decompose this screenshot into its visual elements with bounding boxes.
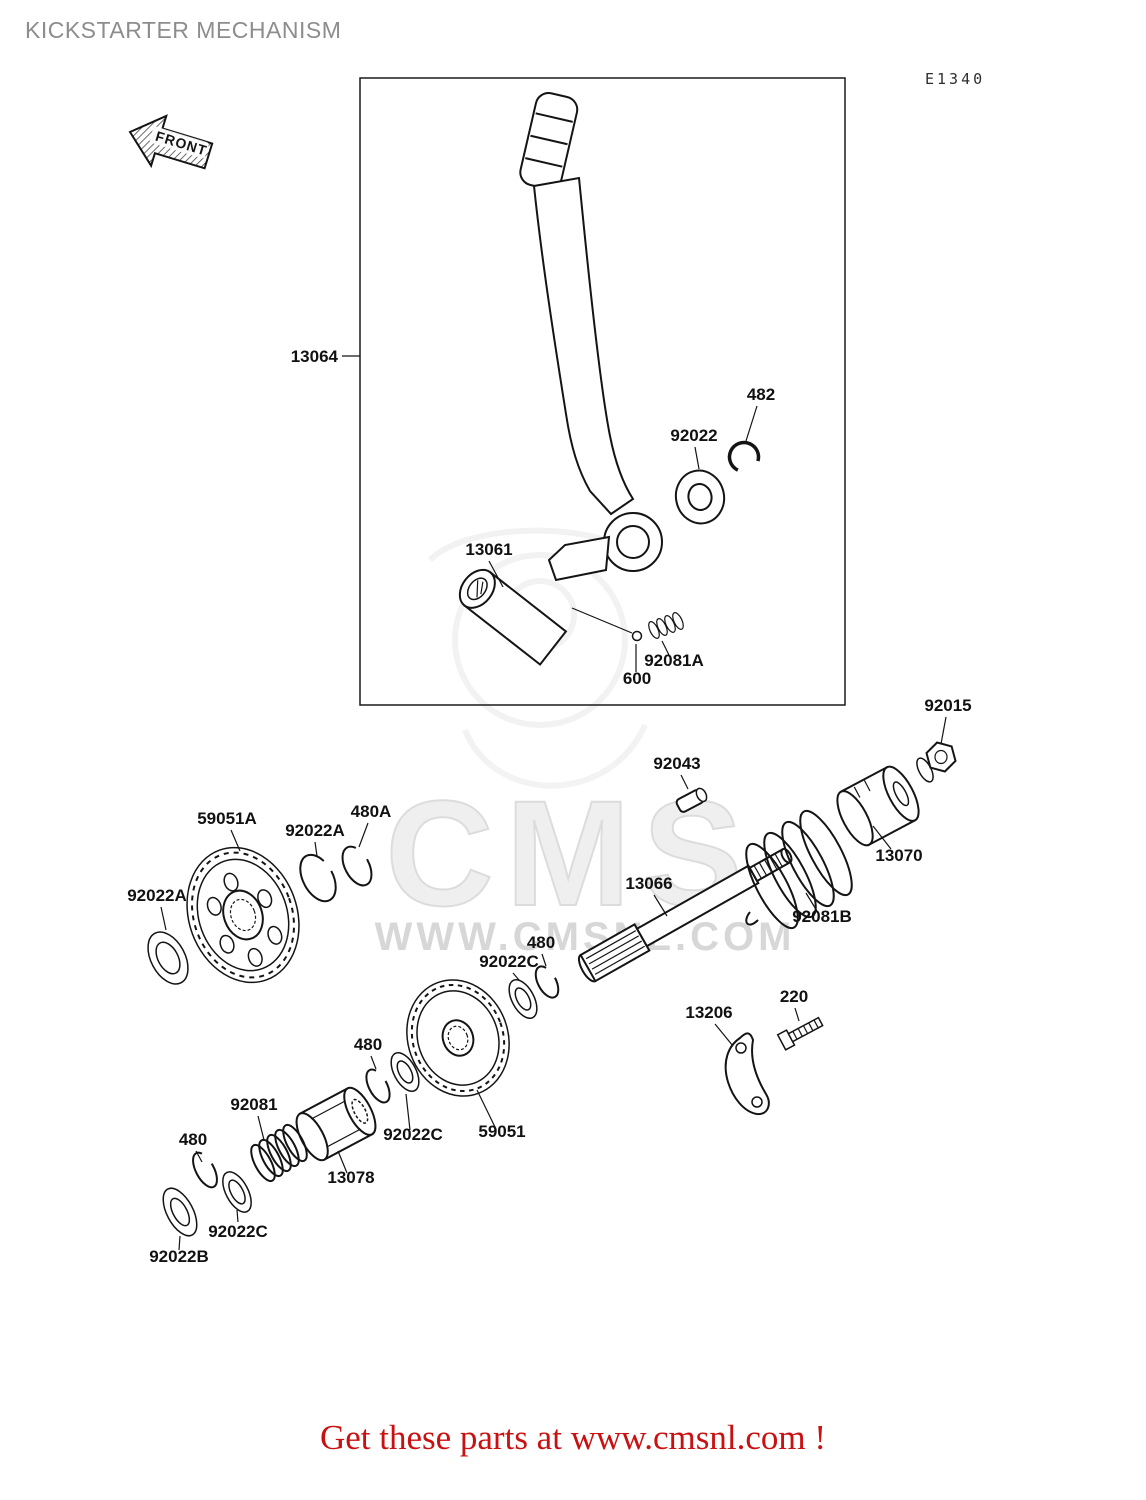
part-92022A-ring — [299, 853, 337, 903]
part-label-480-low[interactable]: 480 — [179, 1130, 207, 1149]
pedal-boss — [603, 512, 663, 572]
part-label-92081A[interactable]: 92081A — [644, 651, 704, 670]
part-480-circlip-low — [192, 1151, 218, 1189]
part-label-13061[interactable]: 13061 — [465, 540, 512, 559]
part-13206-guide — [724, 1032, 770, 1116]
part-13070-spring-guide — [836, 765, 920, 847]
part-label-13066[interactable]: 13066 — [625, 874, 672, 893]
part-label-92022C-low[interactable]: 92022C — [208, 1222, 268, 1241]
part-label-13064[interactable]: 13064 — [291, 347, 339, 366]
front-arrow-band — [149, 126, 209, 159]
part-480A-circlip — [341, 845, 373, 887]
part-label-92022C-mid[interactable]: 92022C — [383, 1125, 443, 1144]
part-92022C-washer-mid — [390, 1052, 420, 1092]
part-label-92022A-top[interactable]: 92022A — [285, 821, 345, 840]
part-label-13078[interactable]: 13078 — [327, 1168, 374, 1187]
part-92022A-washer-left — [147, 931, 189, 985]
leader-lines — [160, 355, 947, 1251]
part-label-13206[interactable]: 13206 — [685, 1003, 732, 1022]
part-480-circlip-top — [534, 965, 560, 999]
part-92081-spring — [250, 1123, 308, 1183]
diagram-code: E1340 — [925, 70, 985, 88]
detail-box — [359, 77, 846, 706]
part-59051A-gear — [186, 846, 300, 984]
front-arrow: FRONT — [128, 114, 214, 170]
part-label-600[interactable]: 600 — [623, 669, 651, 688]
part-label-92043[interactable]: 92043 — [653, 754, 700, 773]
part-label-480-mid[interactable]: 480 — [354, 1035, 382, 1054]
part-482-circlip — [727, 440, 761, 474]
part-label-92022[interactable]: 92022 — [670, 426, 717, 445]
part-label-92022A-left[interactable]: 92022A — [127, 886, 187, 905]
watermark-url: WWW.CMSNL.COM — [375, 915, 796, 959]
part-92015-nut — [916, 741, 957, 783]
part-label-480A[interactable]: 480A — [351, 802, 392, 821]
part-92022B-washer — [162, 1187, 198, 1237]
part-label-13070[interactable]: 13070 — [875, 846, 922, 865]
part-label-220[interactable]: 220 — [780, 987, 808, 1006]
part-92081B-return-spring — [745, 809, 853, 930]
footer-link[interactable]: Get these parts at www.cmsnl.com ! — [320, 1418, 826, 1457]
part-92022-washer — [674, 469, 726, 525]
part-13066-kick-shaft — [577, 847, 793, 983]
part-label-92015[interactable]: 92015 — [924, 696, 971, 715]
part-label-480-top[interactable]: 480 — [527, 933, 555, 952]
part-92022C-washer-top — [508, 979, 538, 1019]
page-title: KICKSTARTER MECHANISM — [25, 17, 341, 43]
part-59051-gear — [406, 979, 510, 1097]
part-label-92081[interactable]: 92081 — [230, 1095, 277, 1114]
part-label-59051[interactable]: 59051 — [478, 1122, 525, 1141]
part-label-92081B[interactable]: 92081B — [792, 907, 852, 926]
part-13064-kick-pedal — [458, 92, 684, 666]
part-600-ball — [631, 630, 643, 642]
part-480-circlip-mid — [365, 1068, 391, 1104]
part-labels: 13064 482 92022 13061 92081A 600 92015 9… — [127, 347, 971, 1266]
part-label-482[interactable]: 482 — [747, 385, 775, 404]
part-220-bolt — [776, 1016, 824, 1051]
pedal-clamp — [547, 535, 611, 582]
part-13078-ratchet — [295, 1086, 377, 1162]
part-label-59051A[interactable]: 59051A — [197, 809, 257, 828]
part-92022C-washer-low — [222, 1171, 252, 1213]
part-92081A-spring — [648, 612, 684, 639]
part-label-92022B[interactable]: 92022B — [149, 1247, 209, 1266]
part-13061-pedal-shaft — [458, 568, 568, 666]
part-label-92022C-top[interactable]: 92022C — [479, 952, 539, 971]
part-92043-pin — [675, 787, 708, 813]
